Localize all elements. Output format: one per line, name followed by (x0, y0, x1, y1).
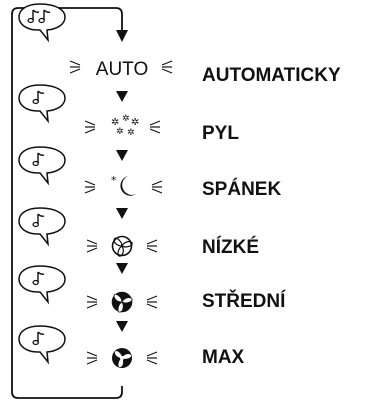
mode-row-auto: AUTO (18, 3, 173, 80)
svg-text:✲: ✲ (116, 127, 124, 137)
svg-text:✲: ✲ (111, 117, 119, 128)
mode-label-nizke: NÍZKÉ (202, 237, 259, 258)
mode-row-nizke (18, 207, 158, 258)
mode-row-spanek: * (18, 146, 163, 196)
music-note-speech-bubble-icon (18, 325, 66, 363)
mode-label-pyl: PYL (202, 123, 239, 144)
fan-max-icon (112, 348, 132, 368)
auto-text-icon: AUTO (96, 59, 148, 80)
fan-low-icon (111, 235, 133, 258)
pollen-icon: ✲ ✲ ✲ ✲ ✲ (111, 114, 139, 138)
down-arrow-icon (116, 150, 128, 161)
mode-label-spanek: SPÁNEK (202, 179, 282, 200)
music-note-speech-bubble-icon (18, 265, 66, 303)
fan-medium-icon (111, 291, 133, 314)
mode-row-stredni (18, 263, 158, 314)
music-note-speech-bubble-icon (18, 3, 66, 41)
svg-text:*: * (111, 174, 117, 187)
down-arrow-icon (116, 208, 128, 219)
mode-row-pyl: ✲ ✲ ✲ ✲ ✲ (18, 84, 161, 138)
svg-text:✲: ✲ (122, 114, 130, 124)
mode-label-stredni: STŘEDNÍ (202, 291, 286, 312)
down-arrow-icon (116, 263, 128, 274)
sleep-moon-icon: * (111, 174, 136, 196)
mode-row-max (18, 321, 158, 368)
svg-text:✲: ✲ (131, 117, 139, 128)
music-note-speech-bubble-icon (18, 207, 66, 245)
music-note-speech-bubble-icon (18, 146, 66, 184)
cycle-loop-arrow-icon (11, 7, 128, 399)
down-arrow-icon (116, 321, 128, 332)
down-arrow-icon (116, 91, 128, 102)
music-note-speech-bubble-icon (18, 84, 66, 122)
mode-label-max: MAX (202, 347, 245, 368)
svg-text:✲: ✲ (127, 128, 135, 138)
mode-label-auto: AUTOMATICKY (202, 65, 341, 86)
